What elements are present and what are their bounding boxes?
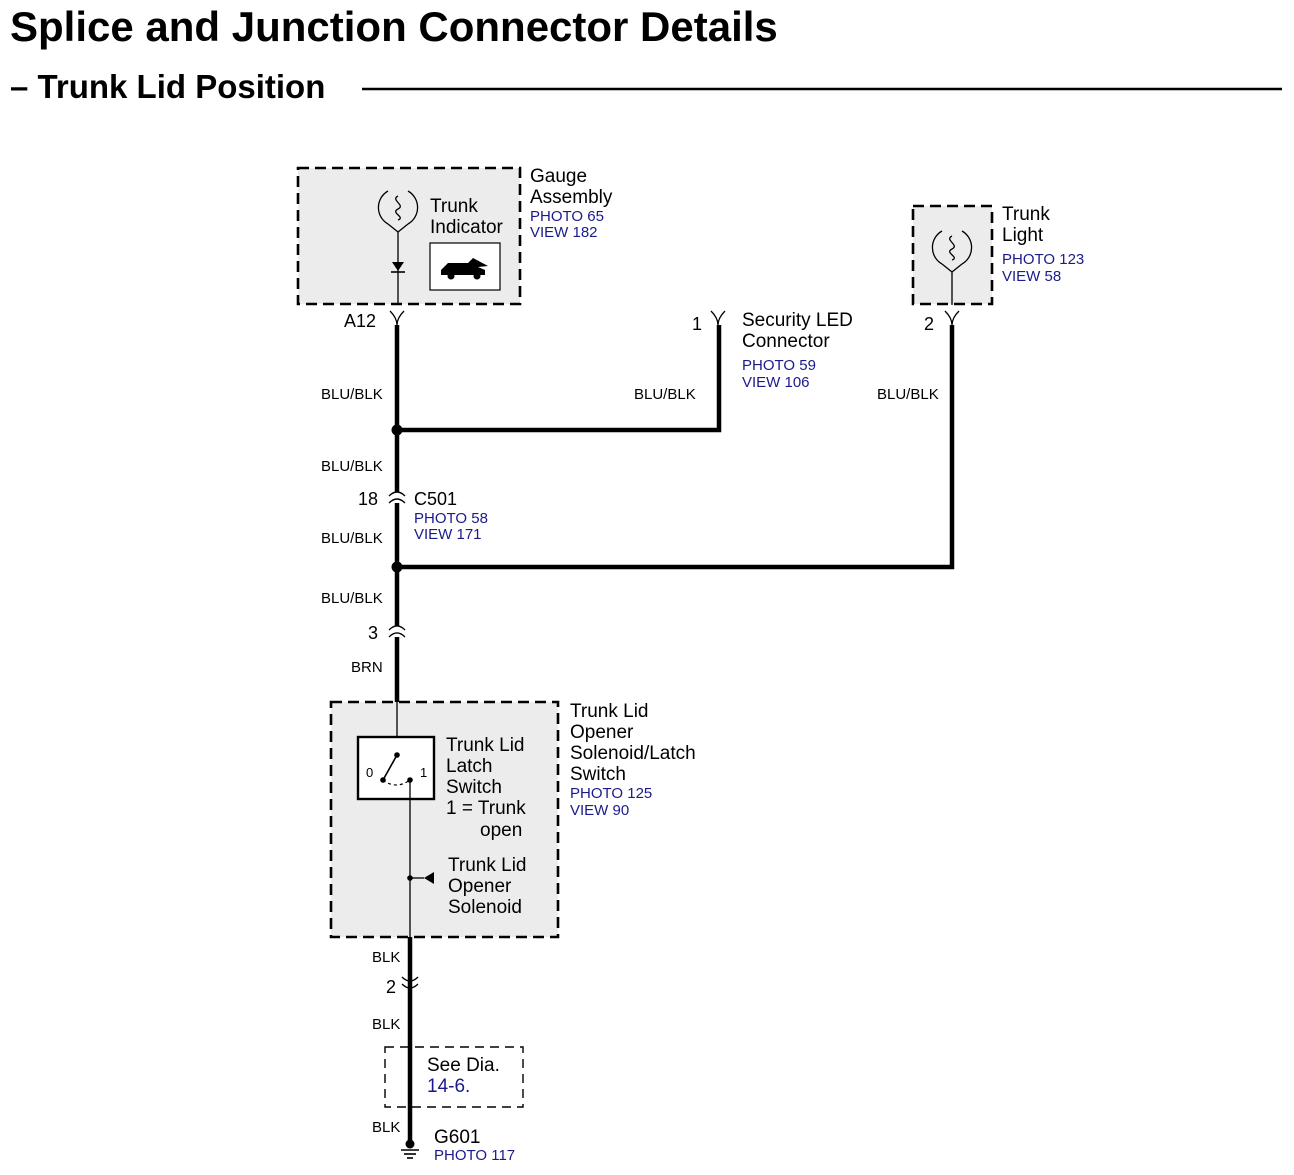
opener-photo: PHOTO 125 [570, 785, 652, 802]
wire-splice2-to-trunk-light [397, 325, 955, 570]
latch-switch-label-2: Latch [446, 756, 492, 777]
diode-icon [391, 262, 405, 273]
ground-photo: PHOTO 117 [434, 1147, 515, 1164]
latch-switch-label-5: open [480, 820, 522, 841]
opener-view: VIEW 90 [570, 802, 629, 819]
gauge-assembly-name-1: Gauge [530, 166, 587, 187]
solenoid-label-2: Opener [448, 876, 512, 897]
trunk-light-name-1: Trunk [1002, 204, 1050, 225]
connector-2-symbol [401, 976, 419, 989]
opener-name-1: Trunk Lid [570, 701, 649, 722]
reference-line-1: See Dia. [427, 1055, 500, 1076]
page-subtitle: – Trunk Lid Position [10, 68, 325, 105]
ground-icon [401, 1139, 419, 1159]
trunk-indicator-label-1: Trunk [430, 196, 478, 217]
wire-color-security-led: BLU/BLK [634, 386, 696, 403]
wire-color-trunk-light: BLU/BLK [877, 386, 939, 403]
connector-3-pin: 3 [368, 623, 378, 643]
splice-point-1 [391, 424, 403, 436]
latch-switch-label-4: 1 = Trunk [446, 798, 526, 819]
wire-color-gauge: BLU/BLK [321, 386, 383, 403]
security-led-connector-symbol [710, 310, 726, 326]
wire-splice1-to-security-led [397, 325, 722, 433]
trunk-light-name-2: Light [1002, 225, 1044, 246]
trunk-light-pin: 2 [924, 314, 934, 334]
ground-name: G601 [434, 1127, 480, 1148]
connector-a12-pin: A12 [344, 311, 376, 331]
gauge-assembly-view: VIEW 182 [530, 224, 598, 241]
connector-a12-symbol [389, 310, 405, 326]
opener-name-3: Solenoid/Latch [570, 743, 696, 764]
trunk-light-connector-symbol [944, 310, 960, 326]
gauge-assembly-photo: PHOTO 65 [530, 208, 604, 225]
wire-color-c3-opener: BRN [351, 659, 383, 676]
wire-color-ref-ground: BLK [372, 1119, 400, 1136]
latch-switch-label-3: Switch [446, 777, 502, 798]
wire-color-c501-splice: BLU/BLK [321, 530, 383, 547]
connector-c501-photo: PHOTO 58 [414, 510, 488, 527]
opener-name-4: Switch [570, 764, 626, 785]
security-led-name-2: Connector [742, 331, 830, 352]
solenoid-icon [407, 872, 434, 884]
security-led-photo: PHOTO 59 [742, 357, 816, 374]
solenoid-label-1: Trunk Lid [448, 855, 527, 876]
page-title: Splice and Junction Connector Details [10, 3, 778, 50]
connector-2-pin: 2 [386, 977, 396, 997]
connector-c501-pin: 18 [358, 489, 378, 509]
latch-switch-frame [356, 735, 436, 801]
connector-c501-symbol [388, 491, 406, 504]
connector-c501-view: VIEW 171 [414, 526, 482, 543]
latch-switch-pos-1: 1 [420, 765, 427, 780]
wire-color-opener-c2: BLK [372, 949, 400, 966]
connector-3-symbol [388, 625, 406, 638]
trunk-light-photo: PHOTO 123 [1002, 251, 1084, 268]
wire-color-splice-c501: BLU/BLK [321, 458, 383, 475]
security-led-pin: 1 [692, 314, 702, 334]
solenoid-label-3: Solenoid [448, 897, 522, 918]
security-led-name-1: Security LED [742, 310, 853, 331]
opener-name-2: Opener [570, 722, 634, 743]
trunk-light-bulb-icon [931, 230, 973, 305]
security-led-view: VIEW 106 [742, 374, 810, 391]
wire-color-c2-ref: BLK [372, 1016, 400, 1033]
latch-switch-pos-0: 0 [366, 765, 373, 780]
trunk-light-view: VIEW 58 [1002, 268, 1061, 285]
wire-color-splice-c3: BLU/BLK [321, 590, 383, 607]
splice-point-2 [391, 561, 403, 573]
gauge-assembly-name-2: Assembly [530, 187, 613, 208]
reference-line-2: 14-6. [427, 1076, 470, 1097]
latch-switch-label-1: Trunk Lid [446, 735, 525, 756]
connector-c501-name: C501 [414, 489, 457, 509]
latch-switch-icon [380, 752, 413, 786]
car-trunk-open-icon [441, 258, 488, 280]
trunk-indicator-label-2: Indicator [430, 217, 504, 238]
